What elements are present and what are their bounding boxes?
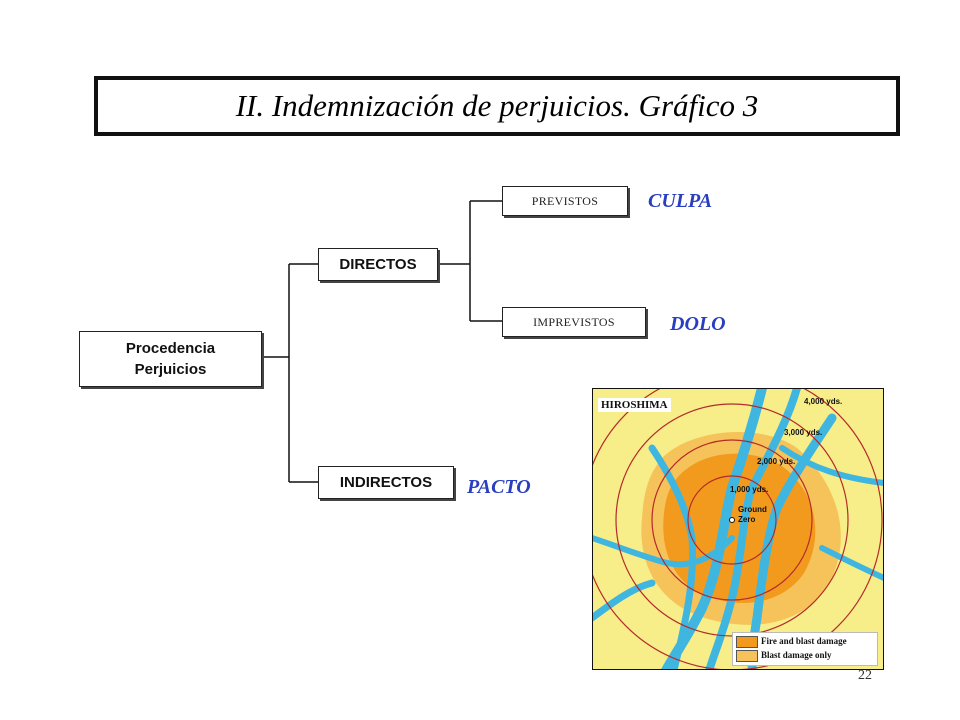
map-title: HIROSHIMA bbox=[598, 398, 671, 412]
tag-culpa: CULPA bbox=[648, 190, 713, 212]
node-directos-label: DIRECTOS bbox=[339, 256, 417, 273]
tag-dolo: DOLO bbox=[670, 313, 726, 335]
node-indirectos-label: INDIRECTOS bbox=[339, 474, 433, 491]
ring-label-4000: 4,000 yds. bbox=[804, 397, 843, 406]
node-previstos: PREVISTOS bbox=[502, 186, 628, 216]
ring-label-1000: 1,000 yds. bbox=[730, 485, 769, 494]
ring-2000 bbox=[651, 439, 813, 601]
ground-zero-line1: Ground bbox=[738, 505, 767, 514]
node-imprevistos-label: IMPREVISTOS bbox=[533, 314, 615, 329]
ring-1000 bbox=[687, 475, 777, 565]
legend-label-blast: Blast damage only bbox=[761, 650, 832, 660]
legend-label-fire: Fire and blast damage bbox=[761, 636, 847, 646]
node-imprevistos: IMPREVISTOS bbox=[502, 307, 646, 337]
legend-swatch-blast bbox=[736, 650, 758, 662]
ring-label-3000: 3,000 yds. bbox=[784, 428, 823, 437]
node-directos: DIRECTOS bbox=[318, 248, 438, 281]
node-root-line1: Procedencia bbox=[125, 340, 216, 357]
node-root-line2: Perjuicios bbox=[134, 361, 207, 378]
title-box: II. Indemnización de perjuicios. Gráfico… bbox=[94, 76, 900, 136]
map-legend: Fire and blast damage Blast damage only bbox=[732, 632, 878, 666]
node-previstos-label: PREVISTOS bbox=[531, 193, 599, 208]
node-indirectos: INDIRECTOS bbox=[318, 466, 454, 499]
fire-damage-area bbox=[663, 453, 816, 603]
node-procedencia-perjuicios: Procedencia Perjuicios bbox=[79, 331, 262, 387]
ring-label-2000: 2,000 yds. bbox=[757, 457, 796, 466]
hiroshima-map: HIROSHIMA 4,000 yds. 3,000 yds. 2,000 yd… bbox=[592, 388, 884, 670]
tag-pacto: PACTO bbox=[467, 476, 531, 498]
legend-swatch-fire bbox=[736, 636, 758, 648]
ground-zero-label: Ground Zero bbox=[738, 505, 767, 525]
ground-zero-line2: Zero bbox=[738, 515, 756, 524]
ring-4000 bbox=[592, 388, 883, 670]
ground-zero-marker bbox=[729, 517, 735, 523]
page-title: II. Indemnización de perjuicios. Gráfico… bbox=[235, 88, 759, 123]
hiroshima-map-graphic bbox=[592, 388, 884, 670]
page-number: 22 bbox=[858, 668, 872, 683]
